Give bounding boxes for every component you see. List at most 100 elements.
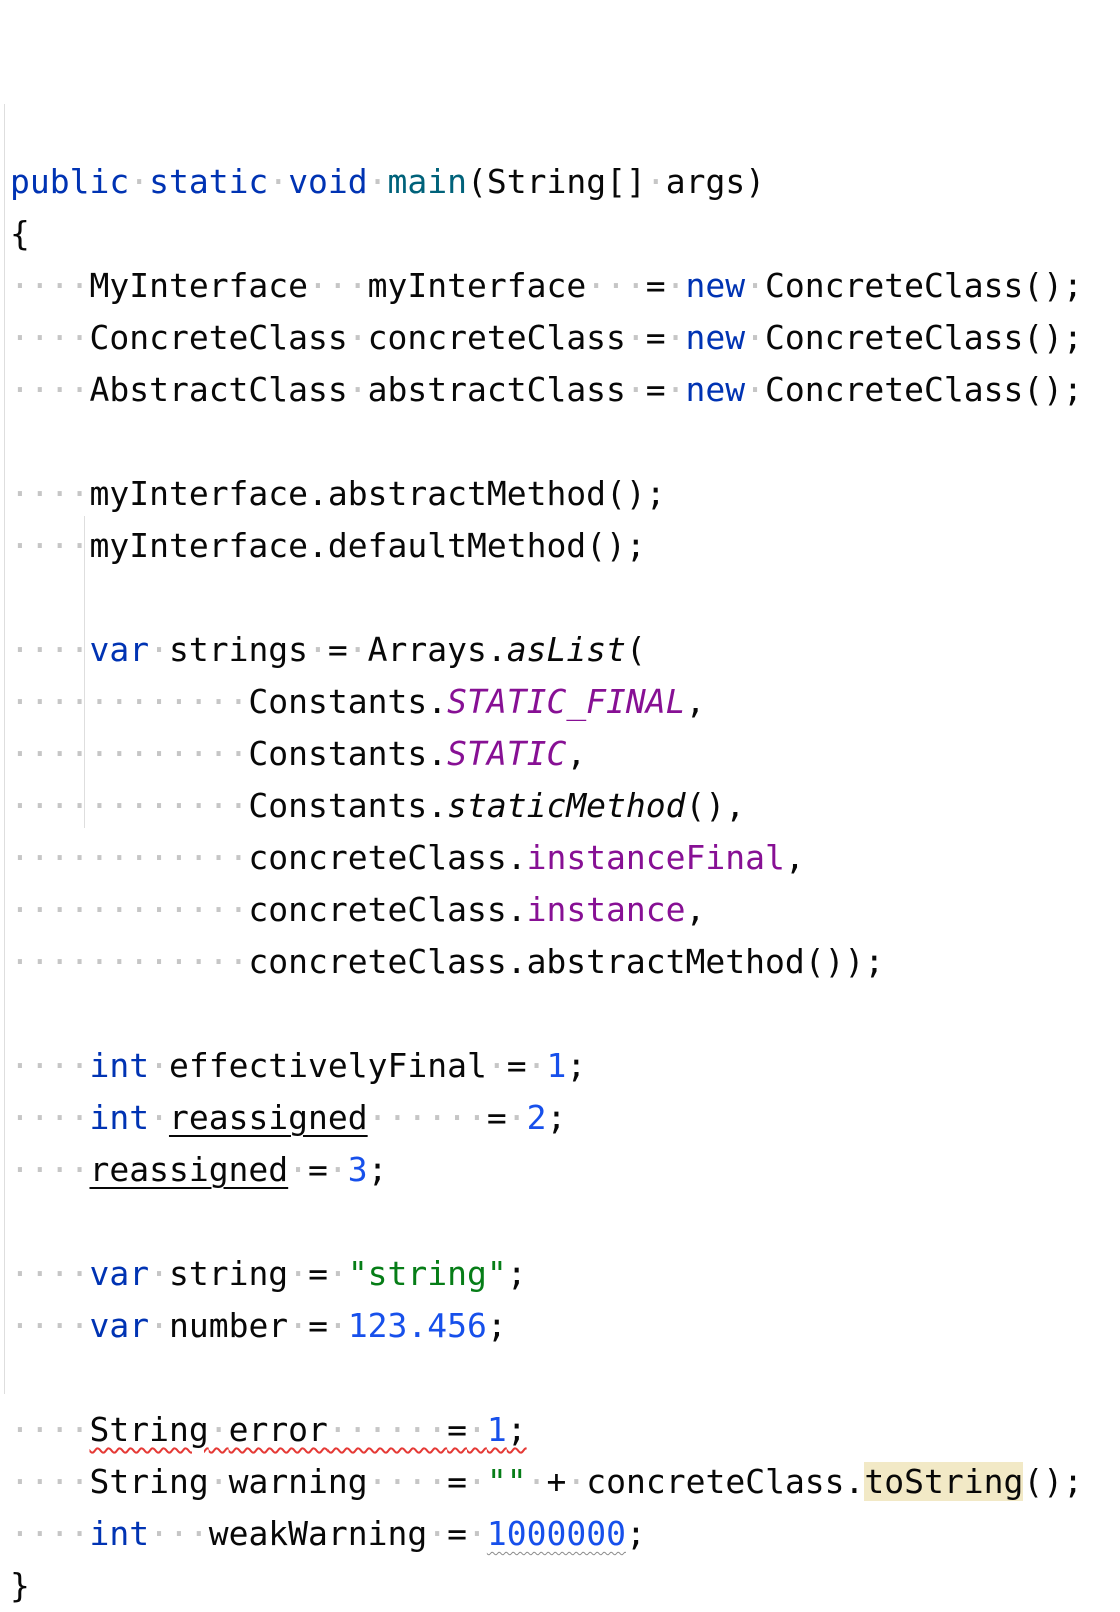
code-line-13[interactable]: ············Constants.staticMethod(), [10,780,1110,832]
code-token: ; [566,1046,587,1085]
whitespace-marker: ···· [10,1098,90,1137]
whitespace-marker: ··· [149,1514,209,1553]
whitespace-marker: · [149,1254,169,1293]
code-token: myInterface [367,266,587,305]
whitespace-marker: · [625,370,646,409]
code-token: reassigned [168,1098,368,1137]
code-line-23[interactable]: ····var·number·=·123.456; [10,1300,1110,1352]
code-line-2[interactable]: { [10,208,1110,260]
whitespace-marker: ······ [367,1098,487,1137]
code-token: concreteClass. [248,890,527,929]
code-token: = [447,1462,468,1501]
whitespace-marker: · [467,1514,487,1553]
code-token: concreteClass [367,318,626,357]
code-token: myInterface.defaultMethod(); [89,526,646,565]
code-token: concreteClass. [586,1462,865,1501]
code-token: instanceFinal [526,838,785,877]
whitespace-marker: · [467,1410,487,1449]
indent-guide-aslist-args [84,516,85,828]
code-line-11[interactable]: ············Constants.STATIC_FINAL, [10,676,1110,728]
code-token: void [288,162,368,201]
code-line-27[interactable]: ····int···weakWarning·=·1000000; [10,1508,1110,1560]
code-line-18[interactable]: ····int·effectivelyFinal·=·1; [10,1040,1110,1092]
code-token: 1 [546,1046,567,1085]
code-token: concreteClass.abstractMethod()); [248,942,885,981]
code-token: ; [625,1514,646,1553]
code-token: ; [506,1254,527,1293]
code-token: MyInterface [89,266,309,305]
code-token: Constants. [248,682,448,721]
code-line-28[interactable]: } [10,1560,1110,1612]
code-token: main [387,162,468,201]
code-token: args) [665,162,766,201]
code-line-19[interactable]: ····int·reassigned······=·2; [10,1092,1110,1144]
code-line-1[interactable]: public·static·void·main(String[]·args) [10,156,1110,208]
code-token: = [486,1098,507,1137]
code-line-24[interactable] [10,1352,1110,1404]
code-token: string [168,1254,289,1293]
code-token: instance [526,890,686,929]
code-token: , [566,734,587,773]
whitespace-marker: · [566,1462,587,1501]
whitespace-marker: ···· [10,1150,90,1189]
whitespace-marker: · [427,1514,448,1553]
code-line-17[interactable] [10,988,1110,1040]
code-line-15[interactable]: ············concreteClass.instance, [10,884,1110,936]
code-line-26[interactable]: ····String·warning····=·""·+·concreteCla… [10,1456,1110,1508]
whitespace-marker: · [308,630,328,669]
code-token: = [327,630,348,669]
code-line-22[interactable]: ····var·string·=·"string"; [10,1248,1110,1300]
whitespace-marker: ··· [586,266,646,305]
code-editor[interactable]: public·static·void·main(String[]·args) { ·… [4,0,1110,1605]
code-token: warning [228,1462,368,1501]
code-token: ; [367,1150,388,1189]
whitespace-marker: ···· [10,370,90,409]
code-token: } [10,1566,30,1605]
code-line-3[interactable]: ····MyInterface···myInterface···=·new·Co… [10,260,1110,312]
code-token: number [168,1306,289,1345]
code-line-12[interactable]: ············Constants.STATIC, [10,728,1110,780]
code-token: weakWarning [208,1514,428,1553]
code-token: asList [506,630,626,669]
code-line-25[interactable]: ····String·error······=·1; [10,1404,1110,1456]
code-token: = [645,370,666,409]
whitespace-marker: · [149,1098,169,1137]
whitespace-marker: ···· [10,526,90,565]
code-token: reassigned [89,1150,289,1189]
whitespace-marker: · [645,162,666,201]
code-line-20[interactable]: ····reassigned·=·3; [10,1144,1110,1196]
code-token: int [89,1514,150,1553]
code-line-6[interactable] [10,416,1110,468]
code-token: var [89,630,150,669]
code-token: { [10,214,30,253]
code-line-16[interactable]: ············concreteClass.abstractMethod… [10,936,1110,988]
code-line-4[interactable]: ····ConcreteClass·concreteClass·=·new·Co… [10,312,1110,364]
code-token: error [228,1410,328,1449]
whitespace-marker: · [625,318,646,357]
whitespace-marker: · [149,630,169,669]
code-token: (), [685,786,746,825]
code-token: 123.456 [347,1306,487,1345]
whitespace-marker: · [347,318,368,357]
code-token: (); [1023,1462,1083,1501]
whitespace-marker: · [327,1150,348,1189]
code-line-14[interactable]: ············concreteClass.instanceFinal, [10,832,1110,884]
whitespace-marker: ···· [10,1254,90,1293]
code-line-21[interactable] [10,1196,1110,1248]
code-token: = [506,1046,527,1085]
whitespace-marker: ············ [10,786,249,825]
code-token: ; [486,1306,507,1345]
code-line-10[interactable]: ····var·strings·=·Arrays.asList( [10,624,1110,676]
code-token: ; [506,1410,527,1449]
code-token: effectivelyFinal [168,1046,487,1085]
whitespace-marker: · [367,162,388,201]
whitespace-marker: ···· [10,1462,90,1501]
code-token: = [308,1254,328,1293]
code-line-9[interactable] [10,572,1110,624]
code-token: Constants. [248,734,448,773]
code-line-8[interactable]: ····myInterface.defaultMethod(); [10,520,1110,572]
whitespace-marker: · [208,1462,229,1501]
code-token: = [308,1306,328,1345]
code-line-7[interactable]: ····myInterface.abstractMethod(); [10,468,1110,520]
code-line-5[interactable]: ····AbstractClass·abstractClass·=·new·Co… [10,364,1110,416]
